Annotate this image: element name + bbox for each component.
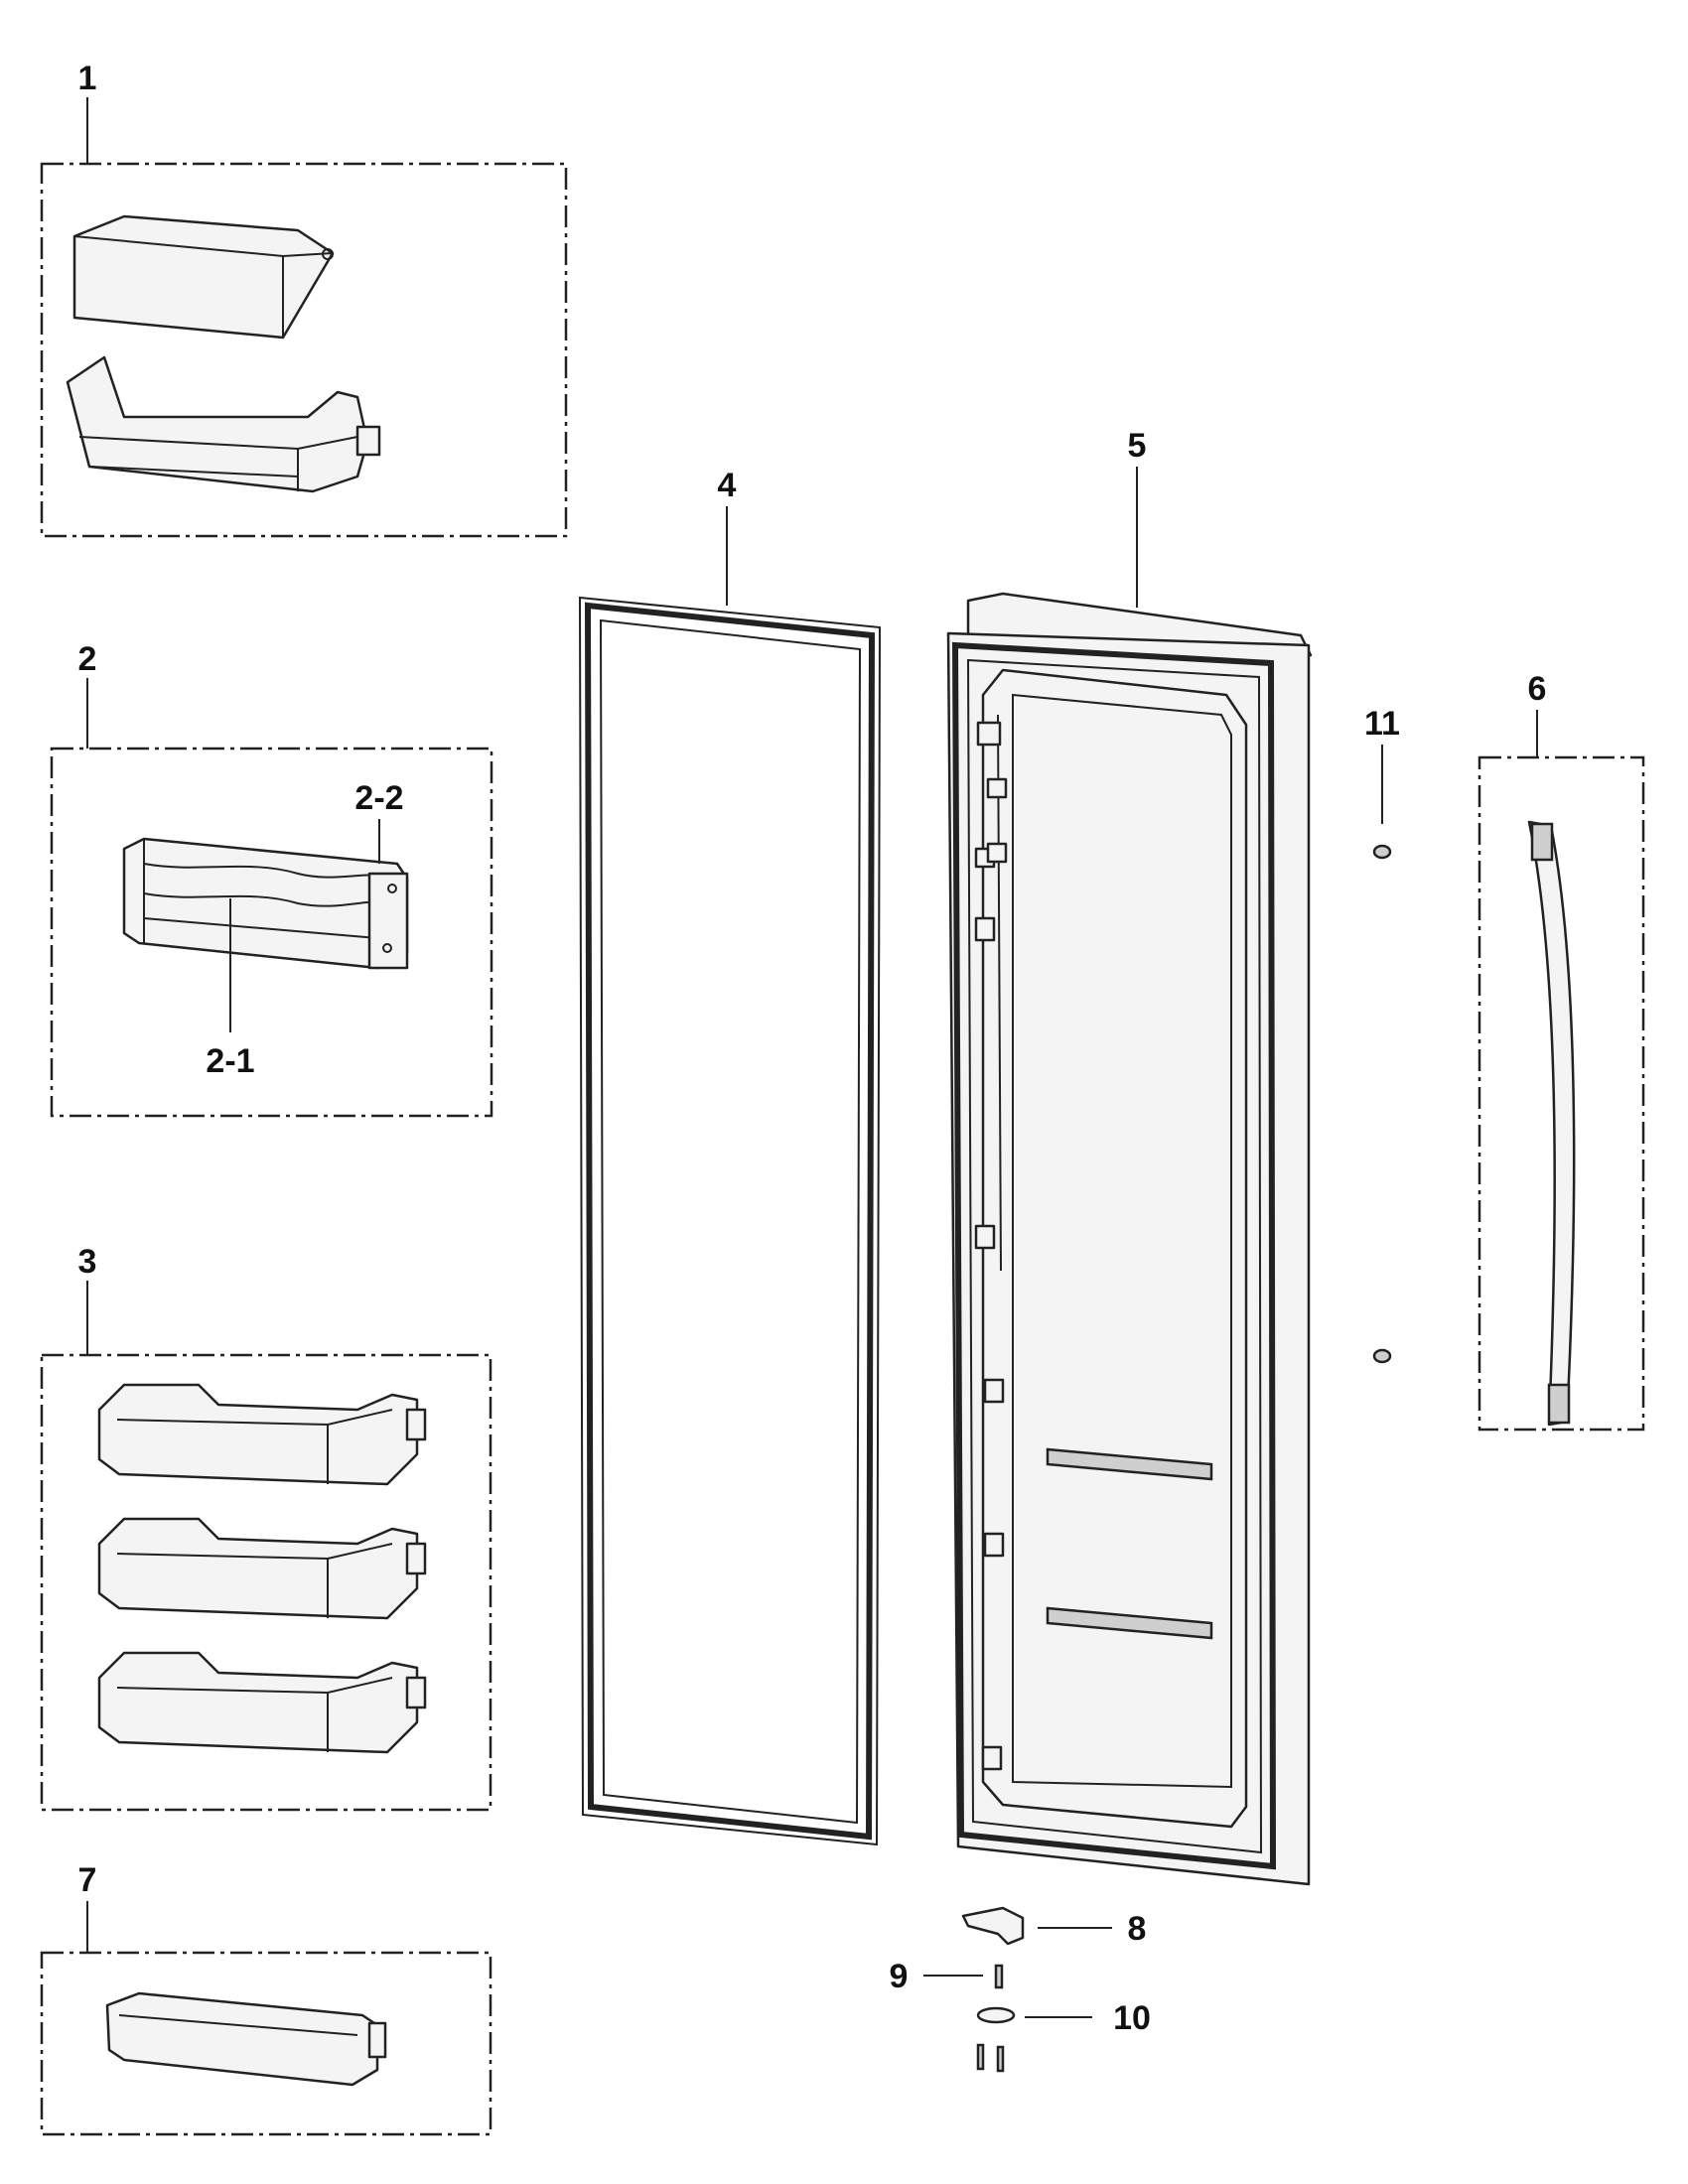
liner-rib-upper bbox=[1046, 1447, 1213, 1481]
group-7-box bbox=[40, 1951, 492, 2136]
group-6-box bbox=[1477, 755, 1645, 1432]
group-1-box bbox=[40, 162, 568, 538]
screw-upper bbox=[1372, 844, 1392, 860]
part-6-handle bbox=[1477, 710, 1645, 1432]
callout-2-2: 2-2 bbox=[354, 779, 403, 817]
door-bin-3 bbox=[97, 1651, 427, 1754]
part-11-screws bbox=[1372, 745, 1392, 1364]
bin-cover bbox=[72, 214, 335, 340]
part-5-door-assembly bbox=[946, 467, 1313, 1886]
callout-1: 1 bbox=[78, 60, 97, 97]
callout-4: 4 bbox=[718, 467, 737, 504]
group-1-guard-assembly bbox=[40, 97, 568, 538]
part-4-gasket bbox=[578, 506, 882, 1846]
screw-lower bbox=[1372, 1348, 1392, 1364]
callout-6: 6 bbox=[1528, 670, 1547, 708]
door-bin-1 bbox=[97, 1383, 427, 1486]
group-2-box bbox=[50, 747, 493, 1118]
long-door-bin bbox=[105, 1991, 387, 2087]
group-7-guard bbox=[40, 1901, 492, 2136]
door-bin-2 bbox=[97, 1517, 427, 1620]
callout-7: 7 bbox=[78, 1861, 97, 1899]
callout-3: 3 bbox=[78, 1243, 97, 1281]
part-10-washer bbox=[976, 2006, 1092, 2024]
group-2-shelf-assembly bbox=[50, 678, 493, 1118]
callout-5: 5 bbox=[1128, 427, 1147, 465]
callout-9: 9 bbox=[890, 1958, 909, 1995]
group-3-guard-set bbox=[40, 1281, 492, 1812]
bin-basket bbox=[66, 355, 381, 493]
callout-10: 10 bbox=[1113, 1999, 1151, 2037]
hinge-screws bbox=[976, 2043, 1005, 2073]
callout-8: 8 bbox=[1128, 1910, 1147, 1948]
part-8-hinge bbox=[961, 1906, 1112, 1946]
callout-2-1: 2-1 bbox=[206, 1042, 254, 1080]
shelf-body bbox=[122, 837, 409, 970]
part-9-pin bbox=[923, 1964, 1004, 1989]
callout-11: 11 bbox=[1364, 705, 1400, 743]
liner-clips bbox=[974, 721, 1008, 1771]
callout-2: 2 bbox=[78, 640, 97, 678]
liner-rib-lower bbox=[1046, 1606, 1213, 1640]
hinge-hardware bbox=[923, 1906, 1112, 2073]
